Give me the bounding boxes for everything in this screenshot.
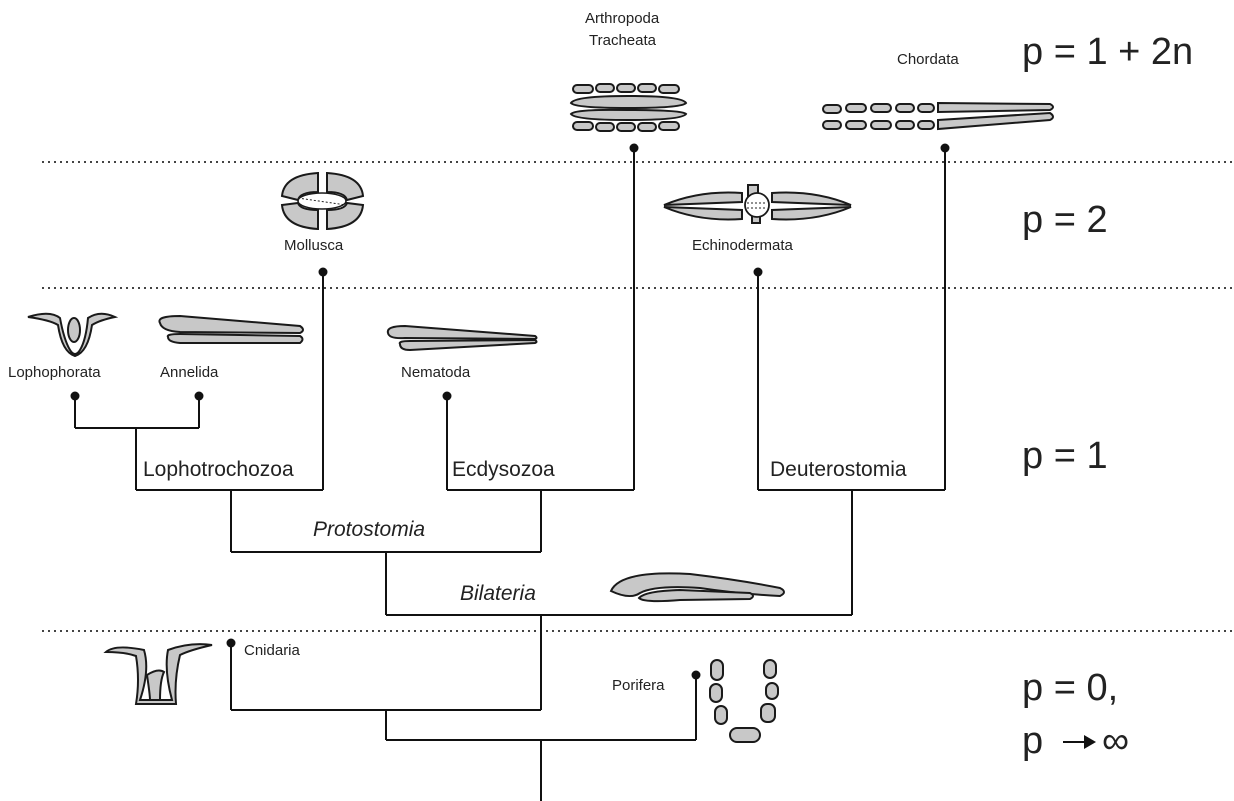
echinodermata-bodyplan-icon <box>663 184 852 224</box>
clade-label-ecdysozoa: Ecdysozoa <box>452 458 555 481</box>
clade-label-protostomia: Protostomia <box>313 518 425 541</box>
taxon-label-annelida: Annelida <box>160 364 219 381</box>
level-label-one: p = 1 <box>1022 435 1108 477</box>
taxon-label-chordata: Chordata <box>897 51 959 68</box>
taxon-label-tracheata: Tracheata <box>589 32 657 49</box>
lophophorata-bodyplan-icon <box>27 312 119 358</box>
infinity-symbol: ∞ <box>1102 720 1129 762</box>
taxon-label-nematoda: Nematoda <box>401 364 471 381</box>
taxon-label-lophophorata: Lophophorata <box>8 364 101 381</box>
clade-label-lophotrochozoa: Lophotrochozoa <box>143 458 294 481</box>
nematoda-bodyplan-icon <box>386 324 538 352</box>
arthropoda-bodyplan-icon <box>569 83 688 132</box>
tree-branches <box>74 148 946 801</box>
clade-label-deuterostomia: Deuterostomia <box>770 458 907 481</box>
level-label-infinity: p <box>1022 720 1043 762</box>
porifera-bodyplan-icon <box>709 659 779 743</box>
taxon-label-echinodermata: Echinodermata <box>692 237 794 254</box>
level-label-chordate: p = 1 + 2n <box>1022 31 1193 73</box>
cnidaria-bodyplan-icon <box>103 643 213 705</box>
level-label-two: p = 2 <box>1022 199 1108 241</box>
chordata-bodyplan-icon <box>822 101 1054 131</box>
node-dot-arthropoda <box>629 143 639 153</box>
node-dot-mollusca <box>318 267 328 277</box>
node-dot-cnidaria <box>226 638 236 648</box>
clade-label-bilateria: Bilateria <box>460 582 536 605</box>
taxon-label-arthropoda: Arthropoda <box>585 10 660 27</box>
level-label-zero: p = 0, <box>1022 667 1118 709</box>
arrow-head-icon <box>1084 735 1096 749</box>
taxon-label-mollusca: Mollusca <box>284 237 344 254</box>
node-dot-chordata <box>940 143 950 153</box>
bilateria-bodyplan-icon <box>609 572 785 603</box>
node-dot-annelida <box>194 391 204 401</box>
node-dot-echinodermata <box>753 267 763 277</box>
node-dot-porifera <box>691 670 701 680</box>
mollusca-bodyplan-icon <box>280 171 365 231</box>
annelida-bodyplan-icon <box>158 314 304 344</box>
node-dot-lophophorata <box>70 391 80 401</box>
taxon-label-porifera: Porifera <box>612 677 665 694</box>
taxon-label-cnidaria: Cnidaria <box>244 642 301 659</box>
node-dot-nematoda <box>442 391 452 401</box>
